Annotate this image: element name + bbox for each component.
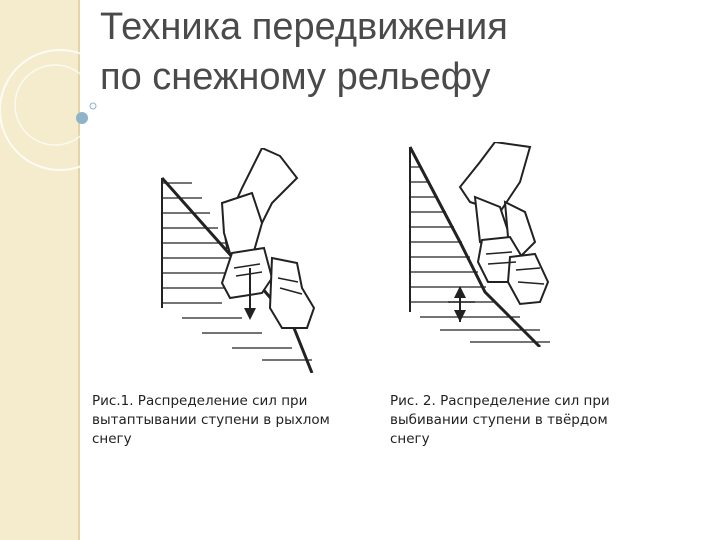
accent-dot-small [89, 102, 97, 110]
title-line-1: Техника передвижения [100, 6, 508, 48]
title-line-2: по снежному рельефу [100, 56, 491, 98]
figure-2-illustration [408, 142, 550, 347]
figure-1-illustration [160, 148, 316, 373]
page-title: Техника передвижения по снежному рельефу [100, 2, 700, 102]
figure-2-caption: Рис. 2. Распределение сил при выбивании … [390, 392, 680, 449]
decorative-circles [0, 49, 121, 171]
caption-2-line-2: выбивании ступени в твёрдом [390, 412, 608, 428]
sidebar-edge [78, 0, 80, 540]
accent-dot-large [76, 112, 88, 124]
figure-1-caption: Рис.1. Распределение сил при вытаптывани… [92, 392, 372, 449]
sidebar-band [0, 0, 80, 540]
caption-1-line-2: вытаптывании ступени в рыхлом [92, 412, 330, 428]
caption-2-line-3: снегу [390, 431, 430, 447]
caption-1-line-3: снегу [92, 431, 132, 447]
caption-1-line-1: Рис.1. Распределение сил при [92, 393, 308, 409]
caption-2-line-1: Рис. 2. Распределение сил при [390, 393, 610, 409]
